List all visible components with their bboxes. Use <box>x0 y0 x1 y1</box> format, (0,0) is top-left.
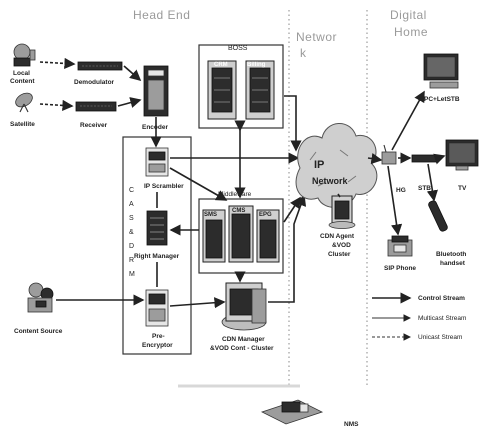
demodulator-label: Demodulator <box>74 79 115 86</box>
pc-stb-label: PC+LetSTB <box>424 96 460 103</box>
local-content-icon <box>13 43 36 67</box>
receiver-label: Receiver <box>80 122 108 129</box>
cas-drm-vertical-label: C A S & D R M <box>129 187 135 278</box>
legend-control-label: Control Stream <box>418 295 465 302</box>
hg-to-sip-line <box>387 165 403 236</box>
demodulator-to-encoder-line <box>123 65 142 82</box>
sms-server <box>202 209 226 263</box>
svg-text:M: M <box>129 271 135 278</box>
legend-multicast-label: Multicast Stream <box>418 315 466 322</box>
ip-scrambler-device <box>145 147 169 177</box>
svg-text:D: D <box>129 243 134 250</box>
stb-label: STB <box>418 185 431 192</box>
cdn-manager-label-line2: &VOD Cont - Cluster <box>210 345 274 352</box>
ip-network-label-line2: Network <box>312 176 349 186</box>
cdn-agent-label-line2: &VOD <box>332 242 351 249</box>
legend: Control Stream Multicast Stream Unicast … <box>372 292 466 341</box>
cdn-to-network-line <box>268 194 307 303</box>
crm-server <box>207 60 237 120</box>
svg-text:S: S <box>129 215 134 222</box>
ip-scrambler-label: IP Scrambler <box>144 183 184 190</box>
middleware-label: Middleware <box>218 191 252 198</box>
encoder-device <box>143 65 169 117</box>
boss-label: BOSS <box>228 45 248 52</box>
digital-home-header-line2: Home <box>394 25 428 39</box>
network-to-cdnagent-line <box>337 193 341 198</box>
content-source-icon <box>27 282 54 313</box>
nms-label: NMS <box>344 421 359 428</box>
cdn-agent-label-line1: CDN Agent <box>320 233 355 240</box>
pre-encryptor-device <box>145 289 169 327</box>
satellite-dish-icon <box>15 92 33 113</box>
stb-to-tv-line <box>433 153 446 165</box>
ip-network-cloud <box>295 123 378 208</box>
pre-encryptor-label-line1: Pre- <box>152 333 165 340</box>
sip-phone-device <box>387 235 413 257</box>
hg-label: HG <box>396 187 406 194</box>
demodulator-device <box>77 61 123 71</box>
satellite-to-receiver-line <box>39 99 74 111</box>
content-source-label: Content Source <box>14 328 63 335</box>
receiver-to-encoder-line <box>117 97 142 108</box>
cms-label: CMS <box>232 208 245 214</box>
svg-text:C: C <box>129 187 134 194</box>
preencryptor-to-cdn-line <box>169 297 226 309</box>
boss-to-network-line <box>284 95 302 152</box>
tv-label: TV <box>458 185 467 192</box>
right-manager-label: Right Manager <box>134 253 180 260</box>
stb-to-handset-line <box>426 163 438 202</box>
middleware-to-network-line <box>283 196 301 223</box>
cms-server <box>228 205 254 263</box>
local-content-label-line2: Content <box>10 78 35 85</box>
pc-stb-device <box>423 53 459 89</box>
pre-encryptor-label-line2: Encryptor <box>142 342 173 349</box>
sms-label: SMS <box>204 212 217 218</box>
ip-network-label-line1: IP <box>314 159 324 171</box>
stb-device <box>411 154 439 163</box>
epg-server <box>256 209 280 263</box>
hg-to-pc-line <box>391 90 425 151</box>
cdn-manager-label-line1: CDN Manager <box>222 336 265 343</box>
tv-device <box>445 139 479 171</box>
network-header-line2: k <box>300 46 307 60</box>
network-to-hg-line <box>367 153 383 165</box>
head-end-header: Head End <box>133 8 190 22</box>
cdn-agent-server <box>328 195 356 229</box>
cdn-manager-server <box>221 282 267 331</box>
local-content-label-line1: Local <box>13 70 30 77</box>
crm-label: CRM <box>214 62 228 68</box>
bluetooth-handset-label-line2: handset <box>440 260 466 267</box>
svg-text:R: R <box>129 257 134 264</box>
nms-device <box>260 399 324 425</box>
sip-phone-label: SIP Phone <box>384 265 416 272</box>
billing-server <box>245 60 275 120</box>
legend-unicast-label: Unicast Stream <box>418 334 462 341</box>
scrambler-to-middleware-line <box>169 167 228 201</box>
svg-text:&: & <box>129 229 134 236</box>
receiver-device <box>75 101 117 112</box>
network-header-line1: Networ <box>296 30 337 44</box>
bluetooth-handset-label-line1: Bluetooth <box>436 251 466 258</box>
local-to-demodulator-line <box>39 57 76 70</box>
epg-label: EPG <box>259 212 272 218</box>
right-manager-device <box>146 210 168 246</box>
cdn-agent-label-line3: Cluster <box>328 251 351 258</box>
svg-text:A: A <box>129 201 134 208</box>
billing-label: Billing <box>247 62 266 68</box>
home-gateway-device <box>381 144 397 165</box>
satellite-label: Satellite <box>10 121 35 128</box>
digital-home-header-line1: Digital <box>390 8 427 22</box>
bluetooth-handset-device <box>428 200 448 232</box>
